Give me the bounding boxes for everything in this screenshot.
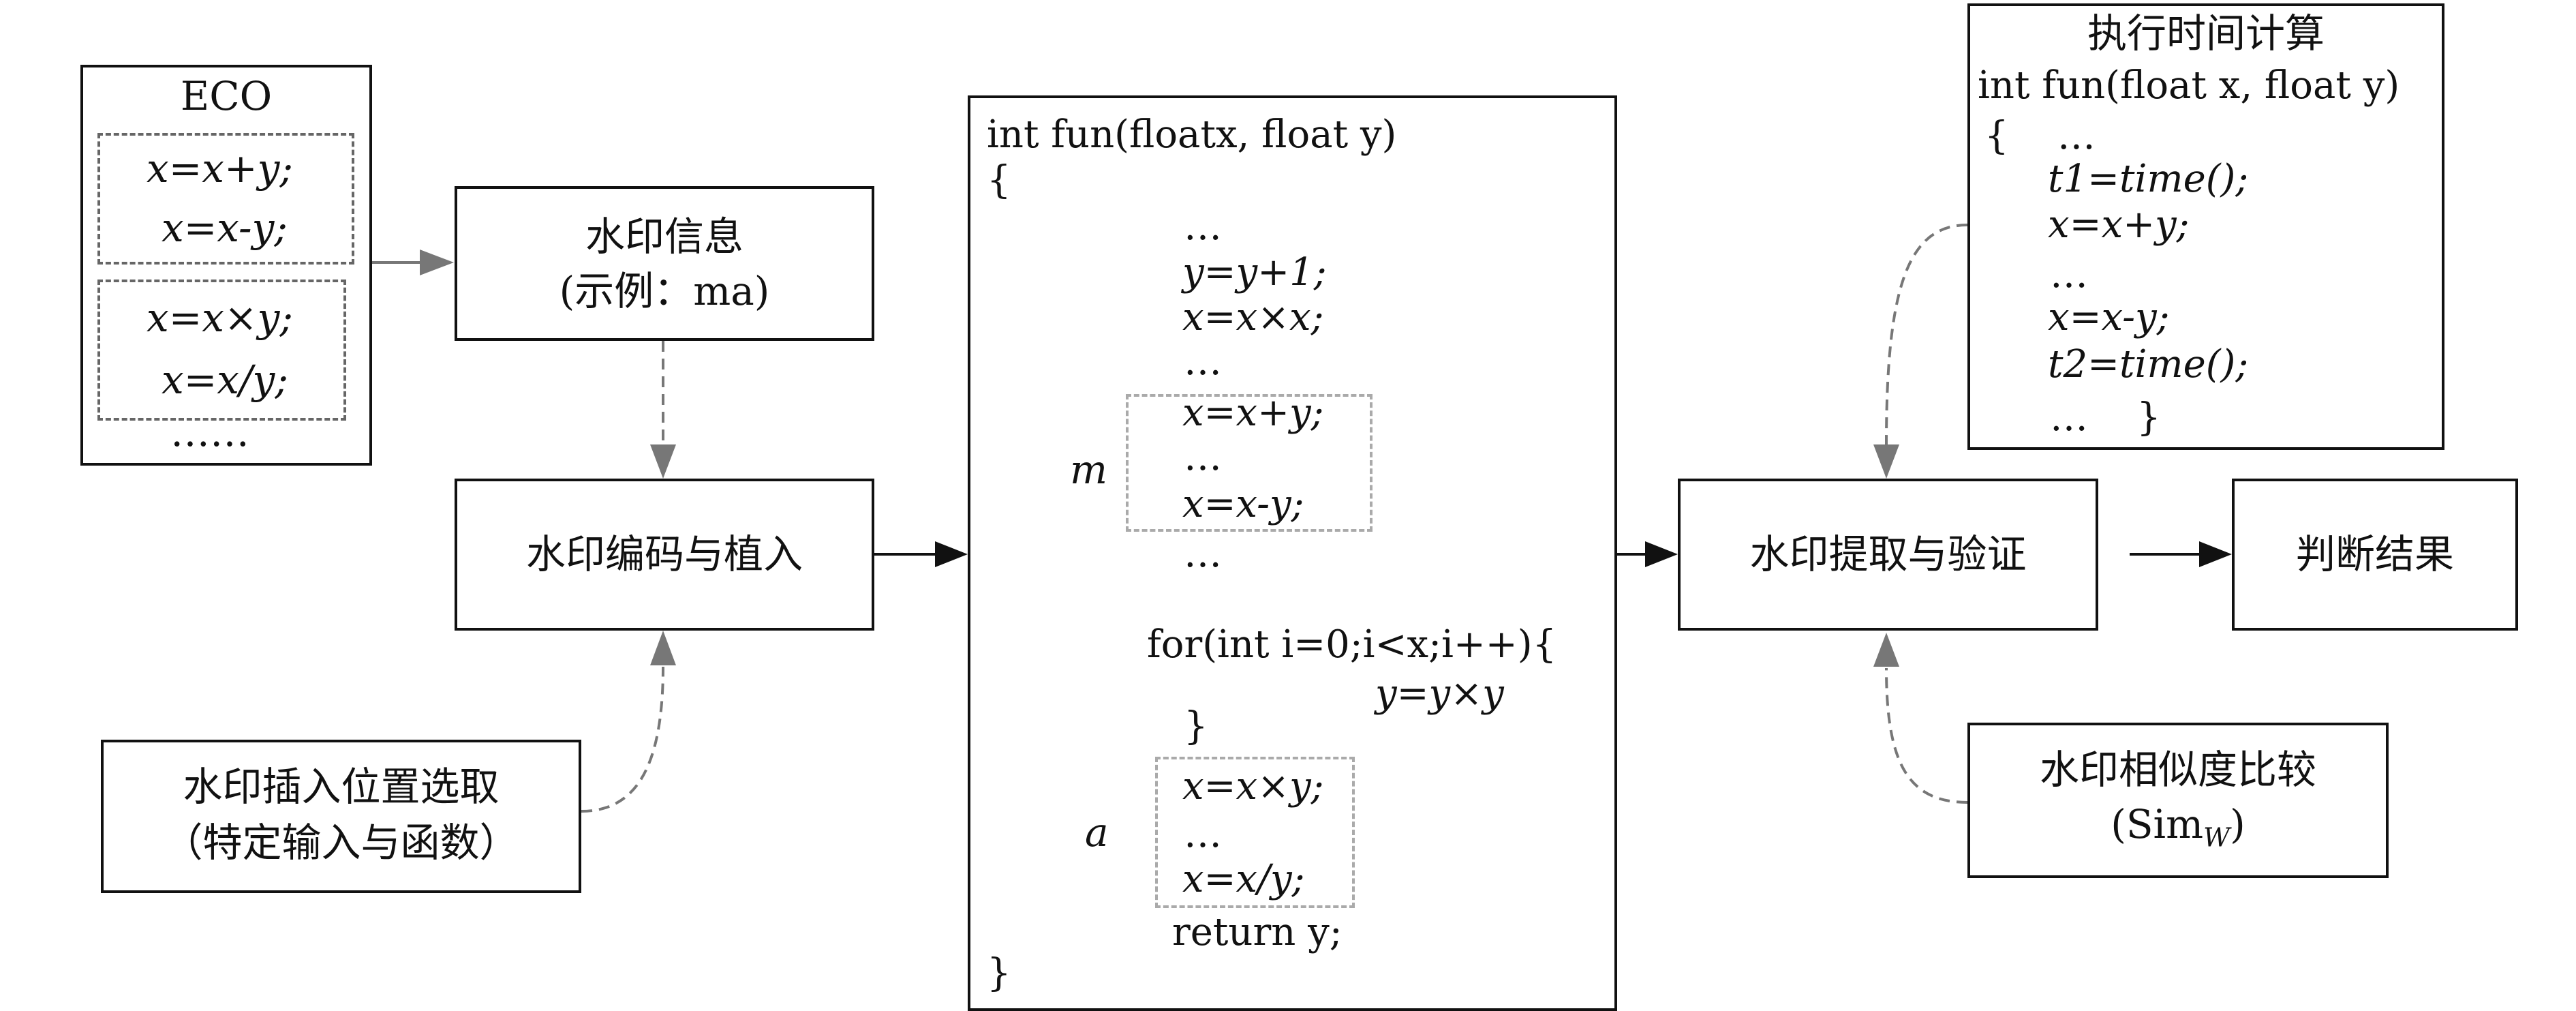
timing-line: t1=time(); — [2048, 157, 2249, 201]
code-signature: int fun(floatx, float y) — [987, 112, 1397, 157]
watermark-a-region — [1155, 757, 1355, 908]
watermark-info-box — [455, 186, 874, 341]
code-for-body: y=y×y — [1375, 672, 1504, 716]
code-line: x=x-y; — [1182, 482, 1304, 526]
code-line: … — [1184, 532, 1222, 576]
eco-line: x=x-y; — [162, 205, 288, 251]
similarity-metric-subscript: W — [2203, 822, 2230, 853]
timing-line: … — [2050, 252, 2088, 297]
eco-line: x=x×y; — [147, 295, 293, 341]
arrow-extract-to-result — [2130, 541, 2232, 567]
eco-group-mul-div — [97, 280, 346, 421]
watermark-extract-label: 水印提取与验证 — [1749, 531, 2027, 577]
arrow-eco-to-info — [371, 250, 454, 275]
watermark-m-region — [1126, 394, 1373, 532]
code-return: return y; — [1172, 910, 1343, 954]
timing-line: x=x+y; — [2048, 202, 2190, 247]
insert-position-title: 水印插入位置选取 — [183, 764, 500, 810]
similarity-metric-name: (Sim — [2111, 801, 2204, 847]
arrow-encode-to-code — [874, 541, 968, 567]
timing-line: { … — [1984, 114, 2096, 158]
timing-line: t2=time(); — [2048, 342, 2249, 387]
insert-position-note: （特定输入与函数） — [163, 819, 519, 866]
code-for-loop: for(int i=0;i<x;i++){ — [1147, 622, 1557, 667]
eco-title: ECO — [180, 73, 273, 119]
watermark-info-title: 水印信息 — [585, 213, 743, 260]
timing-line: … } — [2050, 395, 2161, 440]
similarity-metric-close: ) — [2230, 801, 2245, 847]
timing-line: int fun(float x, float y) — [1978, 63, 2400, 108]
similarity-metric: (SimW) — [1967, 804, 2389, 851]
code-line: x=x/y; — [1182, 857, 1305, 901]
code-line: … — [1184, 435, 1222, 479]
watermark-info-example: (示例：ma) — [559, 268, 770, 314]
code-line: … — [1184, 812, 1222, 856]
eco-line: x=x+y; — [147, 145, 293, 192]
similarity-title: 水印相似度比较 — [2039, 746, 2316, 793]
code-box — [968, 95, 1617, 1011]
code-open-brace: { — [987, 158, 1011, 202]
similarity-box — [1967, 723, 2389, 878]
arrow-timing-to-extract — [1873, 224, 1968, 479]
eco-more: …… — [170, 409, 249, 455]
code-line: … — [1184, 205, 1222, 249]
arrow-info-to-encode — [650, 341, 676, 479]
timing-line: x=x-y; — [2048, 295, 2170, 339]
eco-line: x=x/y; — [162, 357, 288, 403]
watermark-extract-box — [1678, 479, 2098, 631]
code-for-close: } — [1184, 704, 1208, 749]
result-box — [2232, 479, 2518, 631]
code-line: x=x×y; — [1182, 764, 1324, 809]
eco-box — [80, 65, 372, 466]
arrow-similarity-to-extract — [1873, 633, 1968, 804]
execution-time-title: 执行时间计算 — [2087, 10, 2325, 57]
execution-time-box — [1967, 3, 2444, 450]
insert-position-box — [101, 740, 581, 893]
region-label-a: a — [1085, 809, 1109, 856]
watermark-encode-label: 水印编码与植入 — [525, 531, 803, 577]
code-line: y=y+1; — [1182, 250, 1327, 295]
code-line: x=x+y; — [1182, 391, 1324, 435]
eco-group-add-sub — [97, 133, 354, 265]
code-close-brace: } — [987, 951, 1011, 995]
code-line: x=x×x; — [1182, 295, 1324, 339]
code-line: … — [1184, 339, 1222, 384]
arrow-insert-to-encode — [581, 631, 676, 813]
watermark-encode-box — [455, 479, 874, 631]
arrow-code-to-extract — [1617, 541, 1678, 567]
result-label: 判断结果 — [2295, 531, 2454, 577]
region-label-m: m — [1070, 447, 1107, 493]
